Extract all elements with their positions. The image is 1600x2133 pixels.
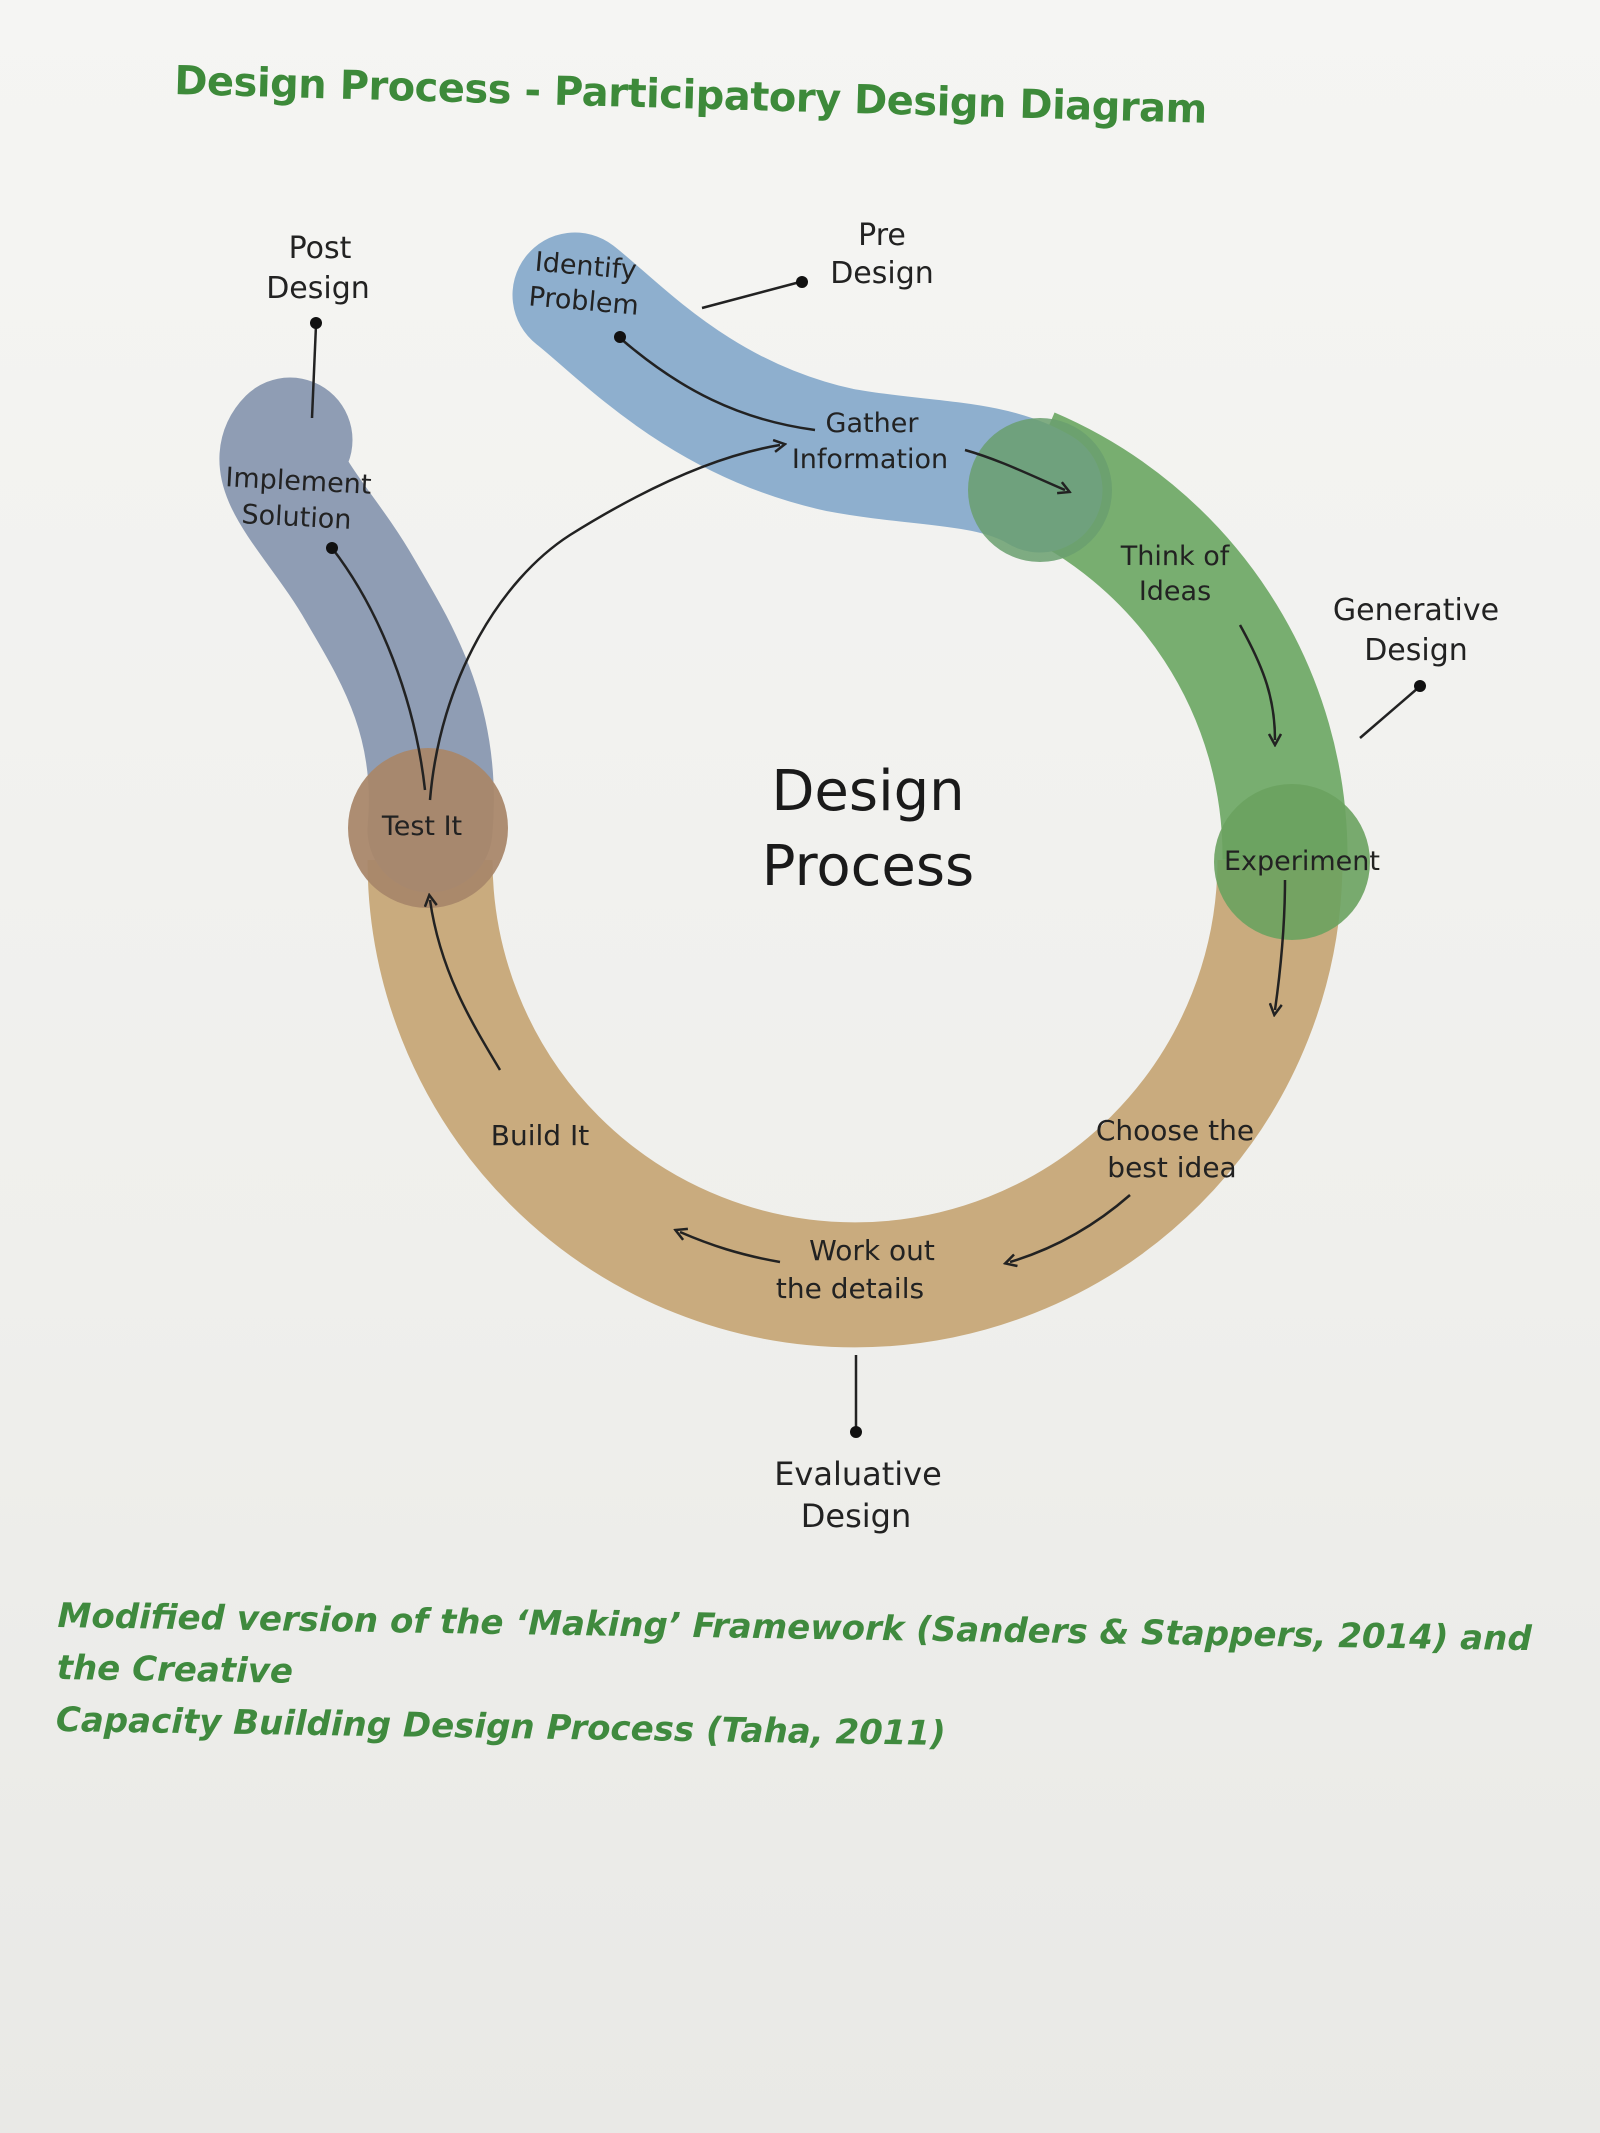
flow-choose-to-work (1010, 1194, 1131, 1262)
evaluative-design-dot (850, 1426, 862, 1438)
flow-test-to-gather (428, 445, 780, 801)
generative-design-dot (1414, 680, 1426, 692)
post-design-leader (310, 324, 318, 419)
gather-information-label-line2: Information (792, 444, 948, 475)
flow-experiment-to-choose (1275, 879, 1287, 1010)
evaluative-design-band (367, 859, 1343, 1348)
post-design-dot (310, 317, 322, 329)
implement-solution-label-line2: Solution (241, 499, 352, 536)
flow-implement-to-test (331, 547, 427, 791)
think-of-ideas-label-line1: Think of (1120, 541, 1231, 572)
post-design-label-line1: Post (289, 231, 352, 266)
flow-build-to-test (430, 900, 502, 1071)
test-it-overlap (348, 748, 508, 908)
implement-solution-label-line1: Implement (225, 462, 373, 501)
generative-design-label-line2: Design (1364, 633, 1468, 668)
pre-design-dot (796, 276, 808, 288)
center-label-line2: Process (762, 834, 974, 899)
pre-design-label-line2: Design (830, 256, 934, 291)
work-out-details-label-line2: the details (776, 1272, 924, 1305)
experiment-overlap (1214, 784, 1370, 940)
experiment-label: Experiment (1224, 846, 1380, 877)
gather-information-label-line1: Gather (826, 408, 920, 439)
think-of-ideas-label-line2: Ideas (1139, 576, 1211, 607)
flow-think-to-experiment (1238, 624, 1275, 740)
flow-work-to-build (680, 1232, 781, 1264)
identify-problem-dot (614, 331, 626, 343)
pre-design-leader (701, 280, 801, 310)
generative-design-leader (1359, 687, 1419, 739)
flow-identify-to-gather (619, 337, 816, 432)
work-out-details-label-line1: Work out (809, 1234, 935, 1267)
center-label-line1: Design (771, 759, 964, 824)
test-it-label: Test It (381, 811, 462, 842)
build-it-label: Build It (491, 1119, 589, 1152)
choose-best-idea-label-line2: best idea (1107, 1151, 1236, 1184)
gather-information-overlap (968, 418, 1112, 562)
choose-best-idea-label-line1: Choose the (1096, 1114, 1254, 1147)
post-design-label-line2: Design (266, 271, 370, 306)
implement-solution-dot (326, 542, 338, 554)
pre-design-label-line1: Pre (858, 218, 906, 253)
flow-gather-to-think (964, 448, 1065, 490)
evaluative-design-label-line2: Design (801, 1497, 911, 1535)
generative-design-label-line1: Generative (1333, 593, 1499, 628)
figure-caption: Modified version of the ‘Making’ Framewo… (56, 1590, 1578, 1770)
evaluative-design-label-line1: Evaluative (774, 1455, 942, 1493)
